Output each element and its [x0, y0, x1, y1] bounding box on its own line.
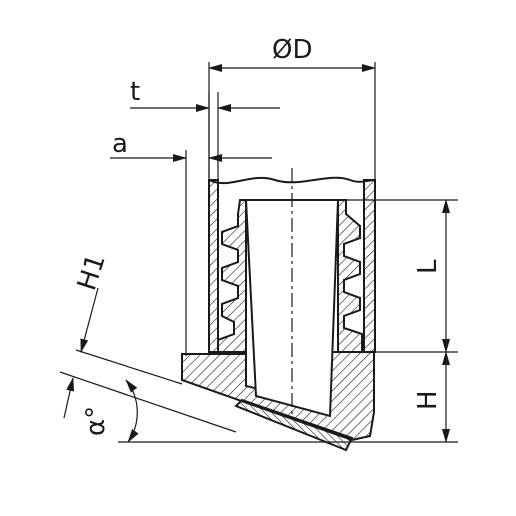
dimension-H1	[59, 287, 237, 433]
label-alpha: α°	[81, 406, 111, 436]
label-L: L	[413, 259, 443, 274]
dimension-alpha	[118, 379, 362, 443]
label-H: H	[413, 390, 443, 410]
label-diameter: ØD	[272, 35, 313, 65]
label-a: a	[112, 129, 128, 159]
label-H1: H1	[72, 251, 112, 295]
tube-wall-right	[363, 179, 376, 353]
plug-right-ribs	[337, 199, 363, 353]
glide-pad	[234, 398, 354, 452]
dimension-L	[346, 199, 458, 353]
dimension-a	[110, 150, 272, 356]
dimension-t	[130, 92, 280, 180]
label-t: t	[130, 77, 140, 107]
tube-break-line	[208, 176, 376, 185]
plug-cavity	[244, 199, 340, 418]
plug-body	[181, 199, 375, 442]
tube-wall-left	[208, 179, 219, 353]
dimension-diameter	[208, 62, 376, 180]
dimension-H	[362, 351, 458, 443]
plug-left-ribs	[217, 199, 247, 353]
